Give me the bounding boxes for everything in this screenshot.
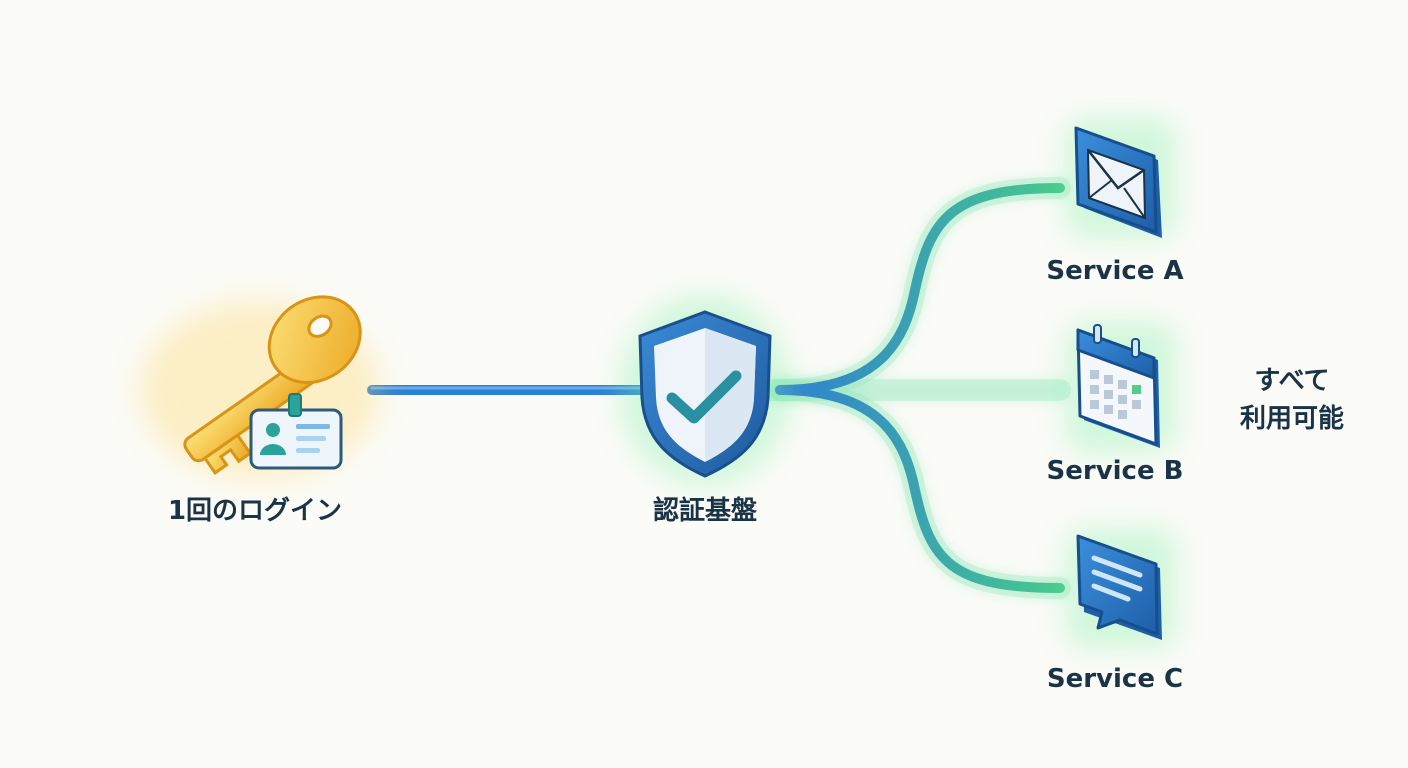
all-available-label: すべて 利用可能 <box>1212 362 1372 438</box>
service-a-label: Service A <box>1046 256 1184 286</box>
all-available-line2: 利用可能 <box>1239 404 1344 434</box>
all-available-line1: すべて <box>1254 366 1330 396</box>
auth-platform-label: 認証基盤 <box>652 496 757 526</box>
connector-branches <box>765 183 1065 593</box>
service-c-label: Service C <box>1046 664 1184 694</box>
calendar-icon <box>1066 322 1176 452</box>
mail-icon <box>1066 118 1176 238</box>
chat-icon <box>1066 528 1176 648</box>
connector-login-to-auth <box>362 380 660 400</box>
login-label: 1回のログイン <box>167 496 343 526</box>
shield-check-icon <box>620 295 790 485</box>
branch-to-service-c <box>775 385 1065 593</box>
service-b-label: Service B <box>1046 456 1184 486</box>
branch-to-service-a <box>775 183 1065 395</box>
key-id-card-icon <box>140 295 380 480</box>
